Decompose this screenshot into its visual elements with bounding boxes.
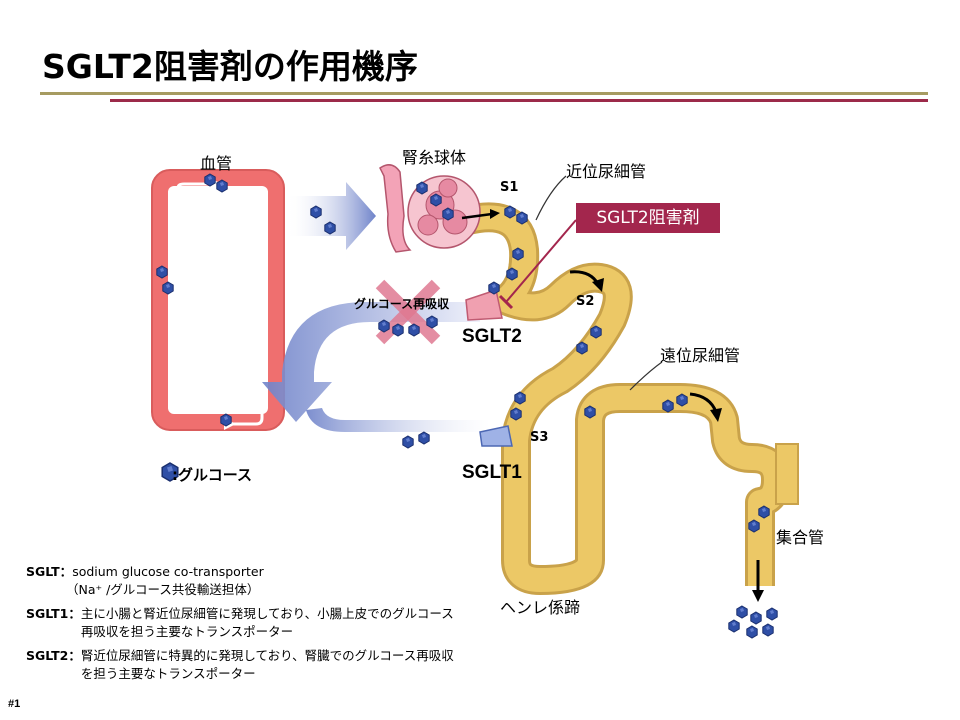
sglt2-label: SGLT2	[462, 326, 522, 347]
sglt1-label: SGLT1	[462, 462, 522, 483]
filtration-arrow	[286, 182, 376, 250]
note-sglt1-key: SGLT1：	[26, 606, 81, 621]
note-sglt-value2: （Na⁺ /グルコース共役輸送担体）	[66, 582, 260, 597]
glucose-reabsorption-label: グルコース再吸収	[354, 297, 450, 311]
note-sglt2: SGLT2： 腎近位尿細管に特異的に発現しており、腎臓でのグルコース再吸収を担う…	[26, 647, 466, 683]
s1-label: S1	[500, 180, 519, 195]
glucose-legend-label: :グルコース	[172, 466, 252, 484]
sglt1-transporter	[479, 425, 513, 447]
blood-vessel	[151, 169, 285, 431]
s3-label: S3	[530, 430, 549, 445]
sglt2-transporter	[465, 289, 503, 321]
sglt1-return-arrow	[306, 408, 490, 432]
inhibitor-label: SGLT2阻害剤	[576, 203, 720, 233]
page-title: SGLT2阻害剤の作用機序	[42, 47, 418, 86]
s2-label: S2	[576, 294, 595, 309]
proximal-tubule-label: 近位尿細管	[566, 162, 647, 181]
note-sglt-value: sodium glucose co-transporter	[72, 564, 264, 579]
distal-tubule-leader	[629, 361, 663, 391]
tubule	[464, 202, 799, 595]
note-sglt: SGLT： sodium glucose co-transporter	[26, 563, 466, 581]
note-sglt2-value: 腎近位尿細管に特異的に発現しており、腎臓でのグルコース再吸収を担う主要なトランス…	[80, 648, 454, 681]
inhibitor-x-mark	[375, 279, 441, 345]
title-rule-olive	[40, 92, 928, 95]
note-sglt2-key: SGLT2：	[26, 648, 81, 663]
note-sglt1: SGLT1： 主に小腸と腎近位尿細管に発現しており、小腸上皮でのグルコース再吸収…	[26, 605, 466, 641]
inhibitor-pointer	[505, 219, 577, 303]
reabsorption-return-arrow	[262, 301, 480, 422]
page-number: #1	[8, 698, 21, 710]
blood-vessel-label: 血管	[200, 154, 233, 173]
title-rule-red	[110, 99, 928, 102]
loop-of-henle-label: ヘンレ係蹄	[500, 598, 581, 617]
note-sglt1-value: 主に小腸と腎近位尿細管に発現しており、小腸上皮でのグルコース再吸収を担う主要なト…	[80, 606, 454, 639]
distal-tubule-label: 遠位尿細管	[660, 346, 741, 365]
proximal-tubule-leader	[535, 175, 567, 221]
notes-section: SGLT： sodium glucose co-transporter （Na⁺…	[26, 563, 466, 683]
note-sglt-key: SGLT：	[26, 564, 73, 579]
collecting-duct-label: 集合管	[776, 528, 825, 547]
glomerulus-label: 腎糸球体	[402, 148, 467, 167]
